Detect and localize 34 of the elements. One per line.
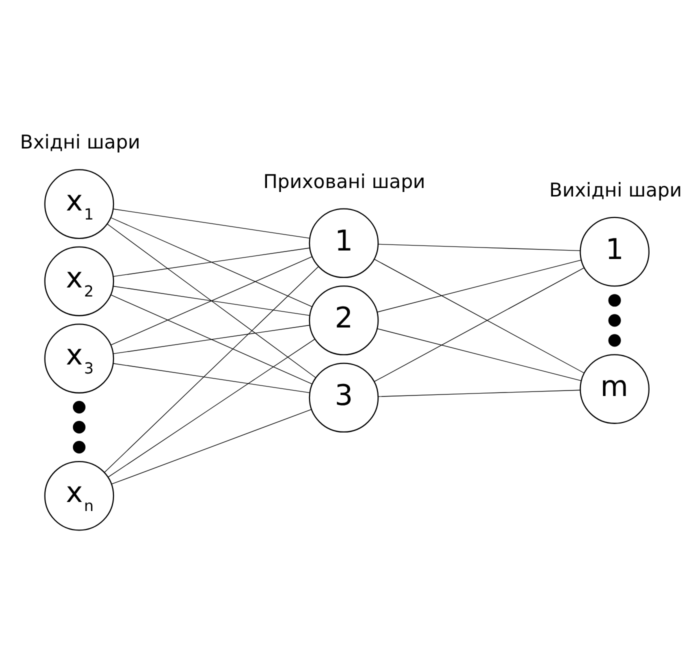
connector — [376, 328, 582, 381]
node-dot — [608, 294, 621, 306]
connector — [104, 266, 319, 472]
node-circle: x$_{3}$ — [44, 323, 114, 393]
node-dot — [608, 314, 621, 326]
node-dot — [72, 420, 86, 433]
connector — [378, 389, 580, 396]
connector — [113, 247, 310, 276]
connector — [376, 259, 582, 312]
connector — [113, 208, 310, 238]
node-circle: x$_{2}$ — [44, 246, 114, 316]
connector — [110, 256, 312, 345]
connector — [108, 338, 316, 477]
node-dot — [608, 334, 621, 346]
connector — [110, 294, 312, 384]
node-circle: 1 — [308, 208, 379, 278]
connector — [113, 285, 310, 316]
connector — [378, 243, 580, 250]
node-circle: m — [580, 354, 650, 424]
label: Вихідні шари — [549, 178, 682, 201]
connector — [106, 223, 316, 378]
node-dot — [72, 440, 86, 454]
connector — [113, 324, 310, 354]
label: Вхідні шари — [20, 131, 140, 154]
node-circle: 2 — [308, 285, 379, 355]
node-circle: x$_{1}$ — [44, 168, 114, 238]
node-dot — [72, 400, 86, 413]
connector — [110, 216, 312, 307]
connector — [111, 408, 312, 484]
node-circle: 1 — [580, 216, 650, 286]
label: Приховані шари — [263, 170, 426, 192]
connector — [113, 362, 310, 392]
node-circle: 3 — [308, 362, 379, 432]
node-circle: x$_{n}$ — [44, 460, 114, 530]
